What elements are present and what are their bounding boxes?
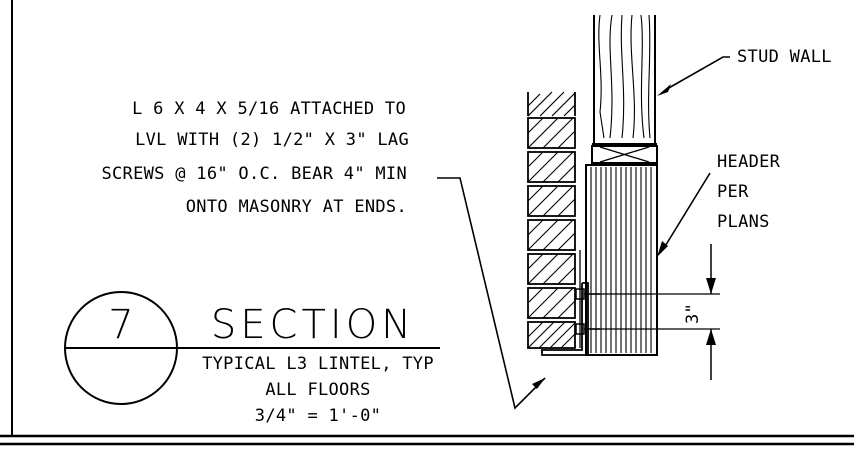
lintel-note-line-3: SCREWS @ 16" O.C. BEAR 4" MIN xyxy=(101,164,407,184)
header-label-line-1: HEADER xyxy=(717,152,781,172)
top-plate-block xyxy=(591,145,658,164)
lintel-note-line-1: L 6 X 4 X 5/16 ATTACHED TO xyxy=(132,99,406,119)
bolt-spacing-dimension: 3" xyxy=(590,244,720,380)
stud-wall xyxy=(586,14,658,166)
detail-subtitle-line-2: ALL FLOORS xyxy=(265,380,370,400)
brick-wall xyxy=(527,91,576,349)
lintel-note: L 6 X 4 X 5/16 ATTACHED TO LVL WITH (2) … xyxy=(101,99,409,217)
detail-title: SECTION xyxy=(211,302,415,348)
stud-wall-callout: STUD WALL xyxy=(657,47,832,96)
header-callout: HEADER PER PLANS xyxy=(657,152,781,257)
header-label-line-2: PER xyxy=(717,182,749,202)
detail-number: 7 xyxy=(108,302,133,348)
brick-courses xyxy=(527,117,576,349)
lvl-header xyxy=(585,164,658,356)
detail-callout: 7 SECTION TYPICAL L3 LINTEL, TYP ALL FLO… xyxy=(64,291,440,426)
stud-wall-label: STUD WALL xyxy=(737,47,832,67)
lintel-leader xyxy=(437,177,546,410)
lintel-note-line-4: ONTO MASONRY AT ENDS. xyxy=(186,197,407,217)
header-label-line-3: PLANS xyxy=(717,212,770,232)
bolt-spacing-label: 3" xyxy=(683,303,703,324)
lintel-note-line-2: LVL WITH (2) 1/2" X 3" LAG xyxy=(135,130,409,150)
detail-scale: 3/4" = 1'-0" xyxy=(255,406,381,426)
detail-subtitle-line-1: TYPICAL L3 LINTEL, TYP xyxy=(202,354,434,374)
